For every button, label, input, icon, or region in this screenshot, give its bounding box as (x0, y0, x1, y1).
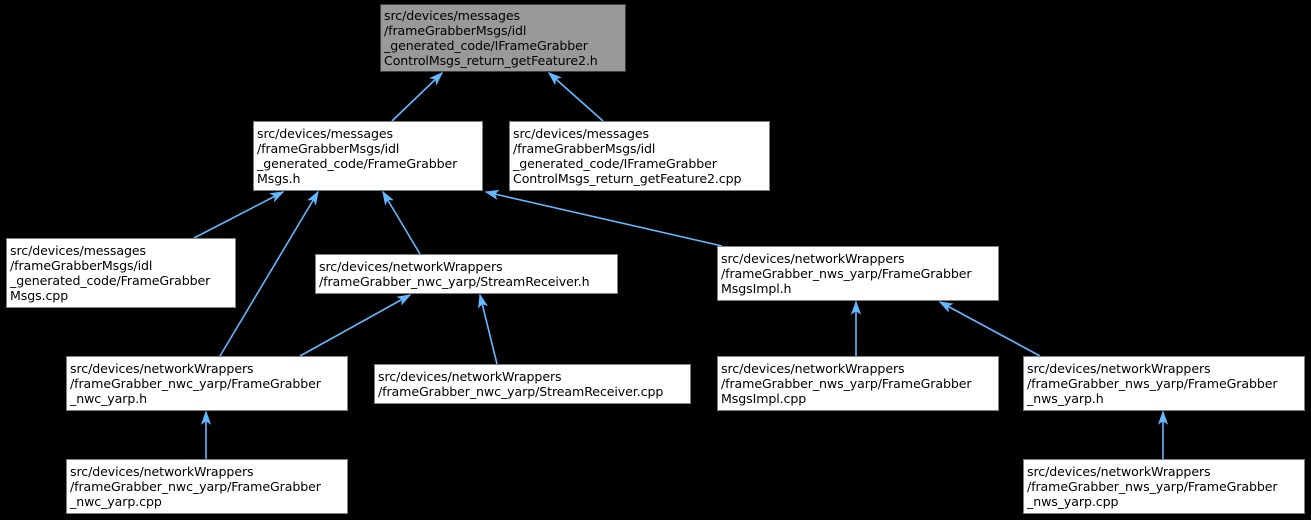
graph-node-label: src/devices/messages /frameGrabberMsgs/i… (384, 7, 598, 69)
graph-node-label: src/devices/messages /frameGrabberMsgs/i… (10, 242, 211, 304)
graph-edge-streamreceiver_cpp-to-streamreceiver_h (478, 293, 498, 365)
graph-edge-framegrabber_nwc_yarp_h-to-streamreceiver_h (299, 294, 412, 357)
graph-node-iframegrabber_cpp[interactable]: src/devices/messages /frameGrabberMsgs/i… (509, 121, 770, 191)
graph-edge-framegrabbermsgsimpl_h-to-framegrabbermsgs_h (484, 189, 723, 247)
graph-edge-iframegrabber_cpp-to-iframegrabber_h (547, 71, 604, 122)
graph-node-label: src/devices/networkWrappers /frameGrabbe… (319, 258, 590, 289)
graph-node-label: src/devices/networkWrappers /frameGrabbe… (70, 360, 321, 407)
graph-node-label: src/devices/networkWrappers /frameGrabbe… (70, 463, 321, 510)
graph-node-streamreceiver_cpp[interactable]: src/devices/networkWrappers /frameGrabbe… (374, 364, 691, 404)
graph-node-streamreceiver_h[interactable]: src/devices/networkWrappers /frameGrabbe… (315, 254, 618, 294)
graph-node-label: src/devices/networkWrappers /frameGrabbe… (721, 360, 972, 407)
graph-node-label: src/devices/networkWrappers /frameGrabbe… (721, 250, 972, 297)
graph-node-label: src/devices/messages /frameGrabberMsgs/i… (513, 125, 742, 187)
graph-edge-framegrabber_nws_yarp_h-to-framegrabbermsgsimpl_h (938, 301, 1041, 357)
graph-node-label: src/devices/networkWrappers /frameGrabbe… (378, 368, 664, 399)
graph-node-iframegrabber_h[interactable]: src/devices/messages /frameGrabberMsgs/i… (380, 4, 626, 72)
graph-node-label: src/devices/networkWrappers /frameGrabbe… (1027, 360, 1278, 407)
graph-node-framegrabber_nws_yarp_cpp[interactable]: src/devices/networkWrappers /frameGrabbe… (1023, 459, 1305, 514)
graph-node-framegrabbermsgs_h[interactable]: src/devices/messages /frameGrabberMsgs/i… (253, 121, 483, 191)
graph-node-framegrabber_nwc_yarp_h[interactable]: src/devices/networkWrappers /frameGrabbe… (66, 356, 348, 411)
graph-edge-framegrabbermsgs_cpp-to-framegrabbermsgs_h (193, 191, 285, 239)
graph-node-framegrabber_nws_yarp_h[interactable]: src/devices/networkWrappers /frameGrabbe… (1023, 356, 1305, 411)
graph-node-framegrabber_nwc_yarp_cpp[interactable]: src/devices/networkWrappers /frameGrabbe… (66, 459, 348, 514)
graph-node-label: src/devices/networkWrappers /frameGrabbe… (1027, 463, 1278, 510)
graph-edge-streamreceiver_h-to-framegrabbermsgs_h (382, 190, 421, 255)
graph-edge-framegrabbermsgs_h-to-iframegrabber_h (391, 71, 444, 122)
graph-node-framegrabbermsgsimpl_cpp[interactable]: src/devices/networkWrappers /frameGrabbe… (717, 356, 999, 411)
graph-node-framegrabbermsgs_cpp[interactable]: src/devices/messages /frameGrabberMsgs/i… (6, 238, 236, 308)
graph-node-label: src/devices/messages /frameGrabberMsgs/i… (257, 125, 458, 187)
graph-node-framegrabbermsgsimpl_h[interactable]: src/devices/networkWrappers /frameGrabbe… (717, 246, 999, 301)
